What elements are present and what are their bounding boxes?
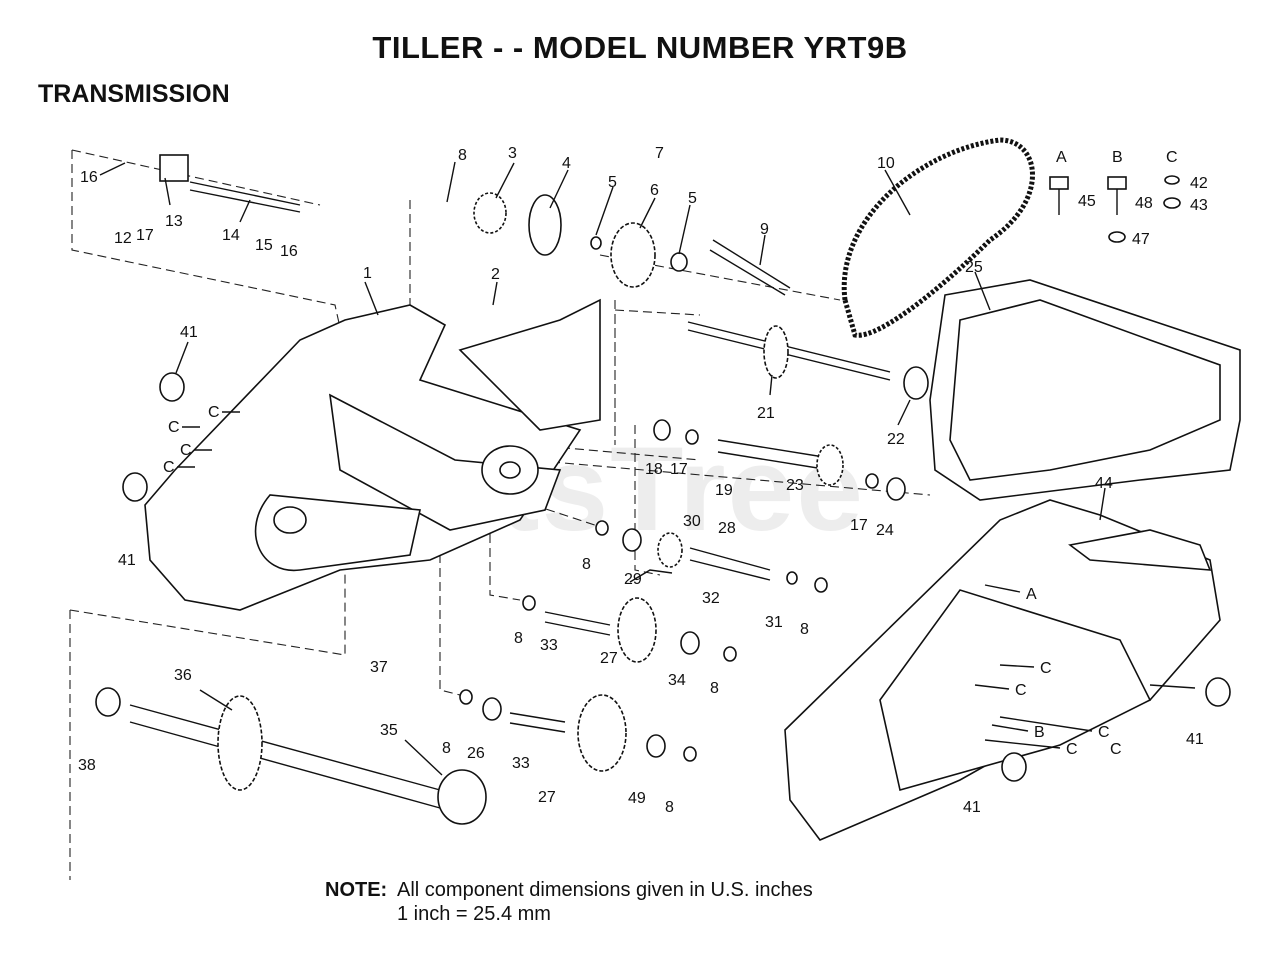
callout: 34 <box>668 672 686 689</box>
callout: 8 <box>582 556 591 573</box>
hardware-letter: C <box>1166 149 1178 166</box>
hardware-letter: B <box>1112 149 1123 166</box>
callout: 7 <box>655 145 664 162</box>
callout: 17 <box>670 461 688 478</box>
chain <box>841 137 1035 338</box>
callout: 4 <box>562 155 571 172</box>
callout: 14 <box>222 227 240 244</box>
arrow-labels-right: A C C C B C C <box>974 584 1122 758</box>
shafts <box>129 181 891 809</box>
callout: 27 <box>538 789 556 806</box>
callout: 49 <box>628 790 646 807</box>
callout: 8 <box>710 680 719 697</box>
callout: 22 <box>887 431 905 448</box>
callout: 38 <box>78 757 96 774</box>
arrow-labels-left: C C C C <box>163 404 240 476</box>
callout: 5 <box>608 174 617 191</box>
callout: 8 <box>514 630 523 647</box>
callout: 19 <box>715 482 733 499</box>
hardware-legend: A B C 45 48 42 43 47 <box>1056 149 1208 248</box>
callout: 8 <box>800 621 809 638</box>
hardware-number: 42 <box>1190 175 1208 192</box>
callout: 3 <box>508 145 517 162</box>
callout: 16 <box>280 243 298 260</box>
transmission-housing-left <box>144 298 601 611</box>
callout: 41 <box>118 552 136 569</box>
callout: 6 <box>650 182 659 199</box>
hardware-number: 45 <box>1078 193 1096 210</box>
svg-text:C: C <box>1098 724 1110 741</box>
part-callouts: 16 17 12 13 14 15 16 8 3 4 5 6 7 5 9 2 1… <box>78 145 1204 816</box>
callout: 15 <box>255 237 273 254</box>
note-line-2: 1 inch = 25.4 mm <box>397 903 551 925</box>
callout: 8 <box>458 147 467 164</box>
callout: 41 <box>963 799 981 816</box>
callout: 30 <box>683 513 701 530</box>
callout: 16 <box>80 169 98 186</box>
hardware-bolts <box>159 154 1127 215</box>
callout: 27 <box>600 650 618 667</box>
callout: 13 <box>165 213 183 230</box>
callout: 18 <box>645 461 663 478</box>
callout: 9 <box>760 221 769 238</box>
callout: 44 <box>1095 475 1113 492</box>
svg-text:A: A <box>1026 586 1037 603</box>
callout: 29 <box>624 571 642 588</box>
transmission-housing-right <box>784 499 1221 841</box>
callout: 35 <box>380 722 398 739</box>
callout: 24 <box>876 522 894 539</box>
svg-text:C: C <box>208 404 220 421</box>
callout: 25 <box>965 259 983 276</box>
note: NOTE: All component dimensions given in U… <box>325 878 813 926</box>
callout: 32 <box>702 590 720 607</box>
callout: 10 <box>877 155 895 172</box>
hardware-number: 43 <box>1190 197 1208 214</box>
note-line-1: All component dimensions given in U.S. i… <box>397 879 813 901</box>
svg-text:C: C <box>180 442 192 459</box>
section-heading: TRANSMISSION <box>38 80 230 108</box>
svg-text:C: C <box>1015 682 1027 699</box>
svg-text:C: C <box>168 419 180 436</box>
callout: 33 <box>540 637 558 654</box>
callout: 23 <box>786 477 804 494</box>
callout: 41 <box>180 324 198 341</box>
callout: 31 <box>765 614 783 631</box>
svg-text:C: C <box>163 459 175 476</box>
callout: 8 <box>665 799 674 816</box>
svg-text:C: C <box>1110 741 1122 758</box>
callout: 1 <box>363 265 372 282</box>
page-title: TILLER - - MODEL NUMBER YRT9B <box>372 30 908 65</box>
callout: 37 <box>370 659 388 676</box>
callout: 2 <box>491 266 500 283</box>
callout: 41 <box>1186 731 1204 748</box>
gasket <box>929 279 1241 501</box>
callout: 8 <box>442 740 451 757</box>
hardware-number: 47 <box>1132 231 1150 248</box>
callout: 21 <box>757 405 775 422</box>
callout: 28 <box>718 520 736 537</box>
callout: 33 <box>512 755 530 772</box>
callout: 12 <box>114 230 132 247</box>
hardware-letter: A <box>1056 149 1067 166</box>
callout: 17 <box>850 517 868 534</box>
svg-text:B: B <box>1034 724 1045 741</box>
callout: 26 <box>467 745 485 762</box>
leader-lines <box>99 161 1196 776</box>
hardware-number: 48 <box>1135 195 1153 212</box>
callout: 5 <box>688 190 697 207</box>
callout: 36 <box>174 667 192 684</box>
svg-text:C: C <box>1040 660 1052 677</box>
callout: 17 <box>136 227 154 244</box>
note-label: NOTE: <box>325 879 388 901</box>
svg-text:C: C <box>1066 741 1078 758</box>
gears-and-bushings <box>95 175 1231 825</box>
